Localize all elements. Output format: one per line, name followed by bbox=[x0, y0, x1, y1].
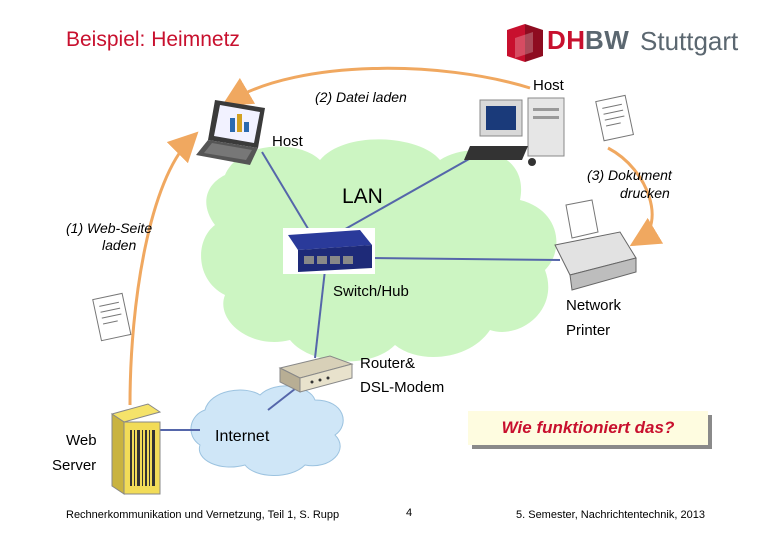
internet-label: Internet bbox=[215, 428, 270, 445]
switch-hub-icon bbox=[283, 228, 375, 274]
printer-label-line1: Network bbox=[566, 297, 622, 314]
internet-cloud bbox=[190, 385, 344, 476]
step1-label-line1: (1) Web-Seite bbox=[66, 220, 153, 236]
document-icon-top bbox=[595, 94, 635, 142]
step2-label: (2) Datei laden bbox=[315, 89, 407, 105]
desktop-pc-icon bbox=[464, 97, 565, 166]
dhbw-logo-icon bbox=[507, 24, 543, 62]
footer-page-number: 4 bbox=[406, 507, 413, 519]
arrow-step1 bbox=[128, 131, 199, 406]
router-icon bbox=[278, 355, 354, 393]
webserver-label-line2: Server bbox=[52, 457, 97, 474]
arrow-step3 bbox=[607, 146, 664, 247]
link-switch-printer bbox=[369, 257, 561, 261]
switch-label: Switch/Hub bbox=[333, 283, 409, 300]
page-title: Beispiel: Heimnetz bbox=[66, 28, 240, 51]
printer-label-line2: Printer bbox=[566, 322, 611, 339]
step1-label-line2: laden bbox=[102, 237, 137, 253]
link-switch-router bbox=[314, 269, 326, 359]
footer-right: 5. Semester, Nachrichtentechnik, 2013 bbox=[516, 509, 705, 521]
logo-text-city: Stuttgart bbox=[640, 26, 739, 56]
logo-text-bw: BW bbox=[585, 25, 630, 55]
arrow-step2 bbox=[221, 66, 531, 107]
link-host-switch bbox=[339, 149, 486, 233]
laptop-icon bbox=[196, 100, 265, 165]
printer-icon bbox=[554, 199, 637, 291]
lan-cloud bbox=[201, 139, 557, 362]
step3-label-line2: drucken bbox=[620, 185, 670, 201]
document-icon-left bbox=[92, 292, 132, 342]
footer-left: Rechnerkommunikation und Vernetzung, Tei… bbox=[66, 509, 340, 521]
router-label-line1: Router& bbox=[360, 355, 416, 372]
question-text: Wie funktioniert das? bbox=[501, 418, 675, 437]
lan-label: LAN bbox=[342, 185, 383, 208]
logo-text-dh: DH bbox=[547, 25, 586, 55]
dhbw-logo bbox=[503, 22, 743, 66]
router-label-line2: DSL-Modem bbox=[360, 379, 445, 396]
host-top-label: Host bbox=[533, 77, 564, 94]
web-server-icon bbox=[110, 403, 162, 495]
question-callout: Wie funktioniert das? bbox=[468, 411, 708, 445]
webserver-label-line1: Web bbox=[66, 432, 97, 449]
host-laptop-label: Host bbox=[272, 133, 303, 150]
step3-label-line1: (3) Dokument bbox=[587, 167, 672, 183]
link-laptop-switch bbox=[261, 151, 311, 233]
